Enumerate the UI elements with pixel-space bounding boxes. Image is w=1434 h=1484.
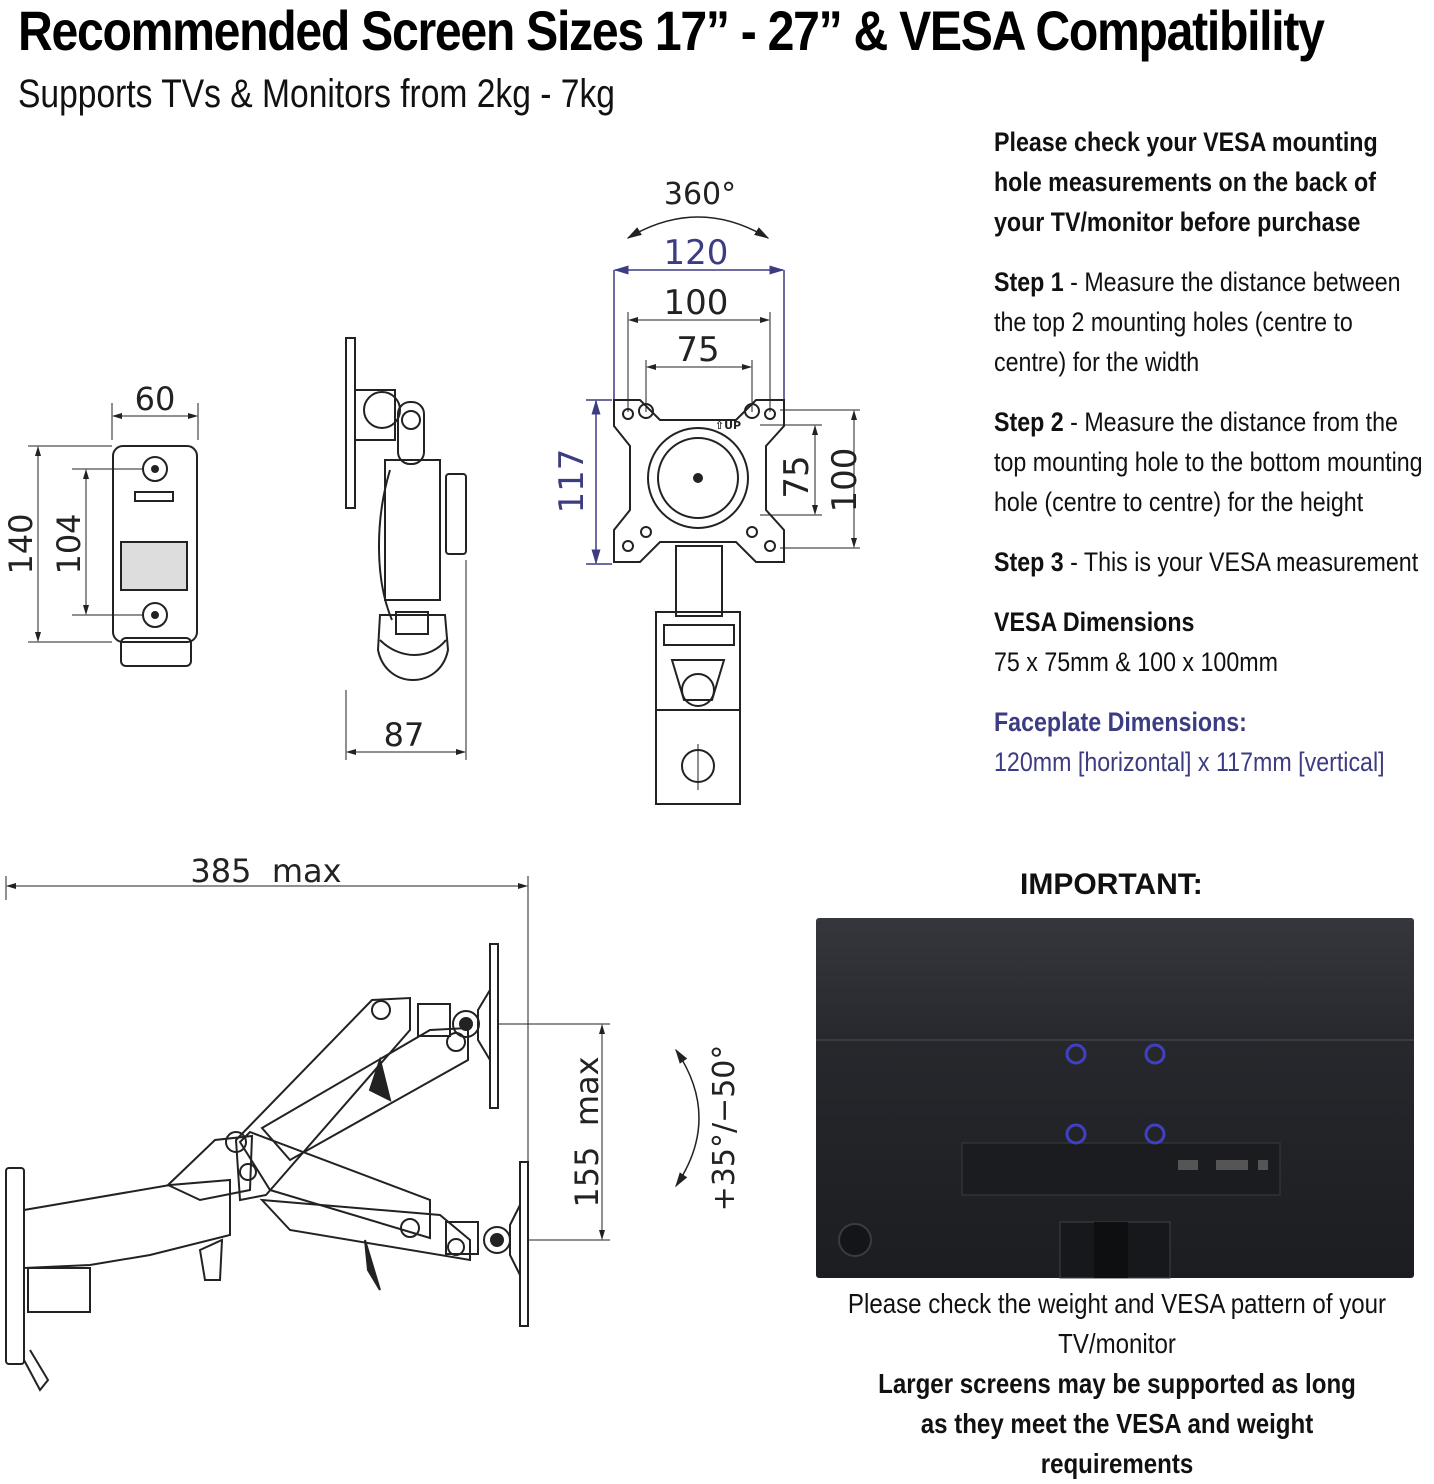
wall-plate-hole-spacing-label: 104 [50, 513, 88, 574]
technical-drawings: 60 140 104 87 [2, 177, 1414, 1392]
vesa-dimensions: VESA Dimensions 75 x 75mm & 100 x 100mm [994, 602, 1424, 682]
vesa-check-intro: Please check your VESA mounting hole mea… [994, 127, 1378, 237]
important-note: Please check the weight and VESA pattern… [800, 1284, 1434, 1484]
height-range-label: 155 max [568, 1056, 606, 1207]
rotation-label: 360° [664, 177, 736, 212]
vesa-dimensions-heading: VESA Dimensions [994, 607, 1195, 637]
step-1: Step 1 - Measure the distance between th… [994, 262, 1424, 382]
step-3: Step 3 - This is your VESA measurement [994, 542, 1424, 582]
page-subtitle: Supports TVs & Monitors from 2kg - 7kg [18, 72, 615, 116]
important-heading: IMPORTANT: [1020, 868, 1203, 901]
step-1-text: - Measure the distance between the top 2… [994, 267, 1401, 377]
faceplate-width-label: 120 [664, 233, 729, 273]
vesa-100-horizontal-label: 100 [664, 283, 729, 323]
vesa-75-horizontal-label: 75 [676, 330, 719, 370]
faceplate-dimensions-heading: Faceplate Dimensions: [994, 707, 1247, 737]
step-2-label: Step 2 [994, 407, 1064, 437]
page-title: Recommended Screen Sizes 17” - 27” & VES… [18, 0, 1325, 62]
side-view [345, 337, 467, 760]
step-1-label: Step 1 [994, 267, 1064, 297]
instructions-panel: Please check your VESA mounting hole mea… [994, 122, 1424, 802]
step-3-label: Step 3 [994, 547, 1064, 577]
step-2: Step 2 - Measure the distance from the t… [994, 402, 1424, 522]
vesa-75-vertical-label: 75 [777, 455, 817, 498]
wall-plate-width-label: 60 [135, 380, 176, 418]
max-reach-label: 385 max [190, 852, 341, 890]
monitor-back-image [816, 918, 1414, 1279]
vesa-dimensions-values: 75 x 75mm & 100 x 100mm [994, 647, 1278, 677]
tilt-range-label: +35°/−50° [707, 1045, 742, 1212]
arm-view [5, 876, 700, 1392]
front-view [586, 216, 860, 805]
important-note-line-2: Larger screens may be supported as long … [878, 1368, 1356, 1479]
wall-plate-view [28, 403, 199, 667]
up-marker-label: ⇧UP [715, 419, 741, 432]
step-2-text: - Measure the distance from the top moun… [994, 407, 1423, 517]
faceplate-dimensions: Faceplate Dimensions: 120mm [horizontal] … [994, 702, 1424, 782]
side-view-depth-label: 87 [384, 716, 425, 754]
vesa-100-vertical-label: 100 [825, 448, 865, 513]
faceplate-dimensions-values: 120mm [horizontal] x 117mm [vertical] [994, 747, 1385, 777]
step-3-text: - This is your VESA measurement [1063, 547, 1419, 577]
wall-plate-height-label: 140 [2, 513, 40, 574]
important-note-line-1: Please check the weight and VESA pattern… [847, 1288, 1387, 1359]
faceplate-height-label: 117 [552, 449, 592, 514]
